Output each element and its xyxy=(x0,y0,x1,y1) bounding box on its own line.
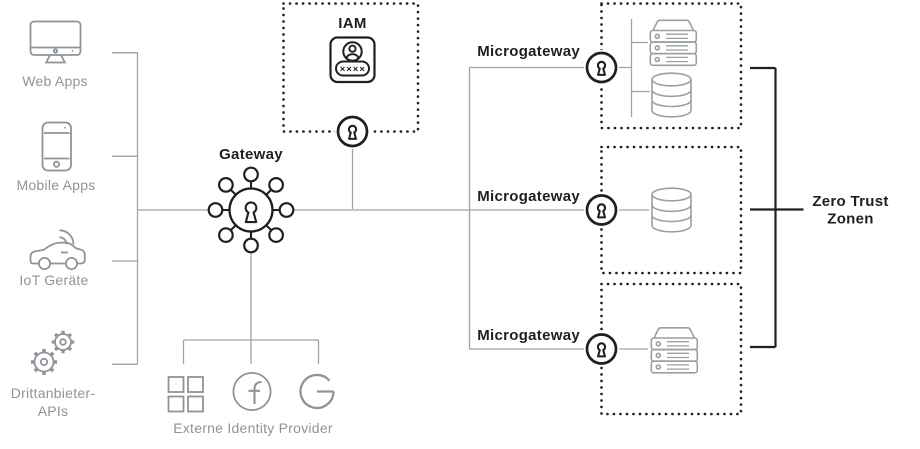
iot-label: IoT Geräte xyxy=(19,272,88,288)
bracket-lines xyxy=(750,66,804,349)
keyhole-lock-icon xyxy=(336,115,369,148)
web-apps-label: Web Apps xyxy=(22,73,88,89)
zero-trust-label-line2: Zonen xyxy=(827,211,874,228)
connected-car-icon xyxy=(29,229,86,270)
third-party-apis-label-line1: Drittanbieter- xyxy=(11,385,96,401)
iam-label: IAM xyxy=(338,15,366,32)
keyhole-hub-icon xyxy=(207,166,295,254)
keyhole-lock-icon xyxy=(585,194,618,226)
server-stack-icon xyxy=(649,19,698,67)
google-icon xyxy=(299,373,335,410)
password-mask-text: ×××× xyxy=(340,64,366,75)
external-identity-provider-label: Externe Identity Provider xyxy=(173,420,333,436)
zero-trust-label-line1: Zero Trust xyxy=(812,193,888,210)
iam-box: IAM ×××× xyxy=(282,2,420,149)
microgateway2-label: Microgateway xyxy=(477,188,580,205)
microgateway-zone-3: Microgateway xyxy=(477,282,743,416)
client-iot: IoT Geräte xyxy=(19,229,88,288)
gateway: Gateway xyxy=(207,146,295,254)
microgateway-trunk-line xyxy=(468,66,587,350)
zone1-inner-lines xyxy=(616,19,650,117)
database-icon xyxy=(651,72,692,118)
microgateway-zone-2: Microgateway xyxy=(477,145,743,275)
client-third-party-apis: Drittanbieter- APIs xyxy=(11,330,96,419)
zone1-dotted-border xyxy=(600,2,743,130)
desktop-computer-icon xyxy=(29,20,82,64)
identity-provider-branch-line xyxy=(182,253,320,364)
client-mobile-apps: Mobile Apps xyxy=(16,121,95,193)
client-web-apps: Web Apps xyxy=(22,20,88,89)
facebook-icon xyxy=(232,371,272,411)
id-card-icon xyxy=(329,36,376,84)
server-stack-icon xyxy=(650,326,699,374)
gateway-label: Gateway xyxy=(219,146,283,163)
mobile-apps-label: Mobile Apps xyxy=(16,177,95,193)
iam-dotted-border xyxy=(282,2,420,133)
third-party-apis-label-line2: APIs xyxy=(38,403,69,419)
database-icon xyxy=(651,187,692,233)
microgateway3-label: Microgateway xyxy=(477,327,580,344)
connector-lines xyxy=(112,19,650,365)
grid-apps-icon xyxy=(167,376,204,413)
gears-icon xyxy=(31,330,75,375)
microgateway1-label: Microgateway xyxy=(477,43,580,60)
external-identity-providers: Externe Identity Provider xyxy=(167,371,335,436)
client-bus-line xyxy=(112,52,139,365)
smartphone-icon xyxy=(41,121,72,172)
microgateway-zone-1: Microgateway xyxy=(477,2,743,130)
zero-trust-zone-bracket: Zero Trust Zonen xyxy=(750,66,888,349)
keyhole-lock-icon xyxy=(585,51,618,84)
keyhole-lock-icon xyxy=(585,333,618,365)
